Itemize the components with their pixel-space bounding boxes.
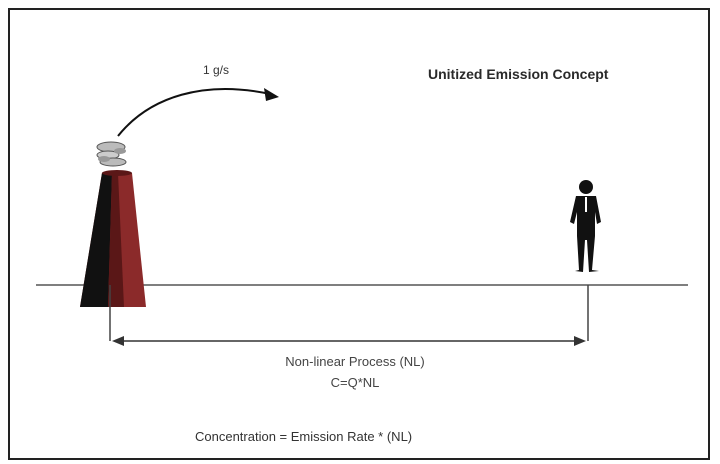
diagram-title: Unitized Emission Concept <box>428 66 609 82</box>
smoke-puff-icon <box>96 141 127 167</box>
smoke-stack-icon <box>80 170 146 307</box>
emission-arrow <box>117 88 271 137</box>
emission-arrowhead <box>264 88 279 101</box>
process-label: Non-linear Process (NL) <box>285 354 425 369</box>
formula-label: C=Q*NL <box>330 375 380 390</box>
person-receptor-icon <box>570 180 601 272</box>
emission-rate-label: 1 g/s <box>203 63 230 77</box>
distance-arrowhead-right <box>574 336 586 346</box>
concentration-equation: Concentration = Emission Rate * (NL) <box>195 429 413 444</box>
distance-arrowhead-left <box>112 336 124 346</box>
